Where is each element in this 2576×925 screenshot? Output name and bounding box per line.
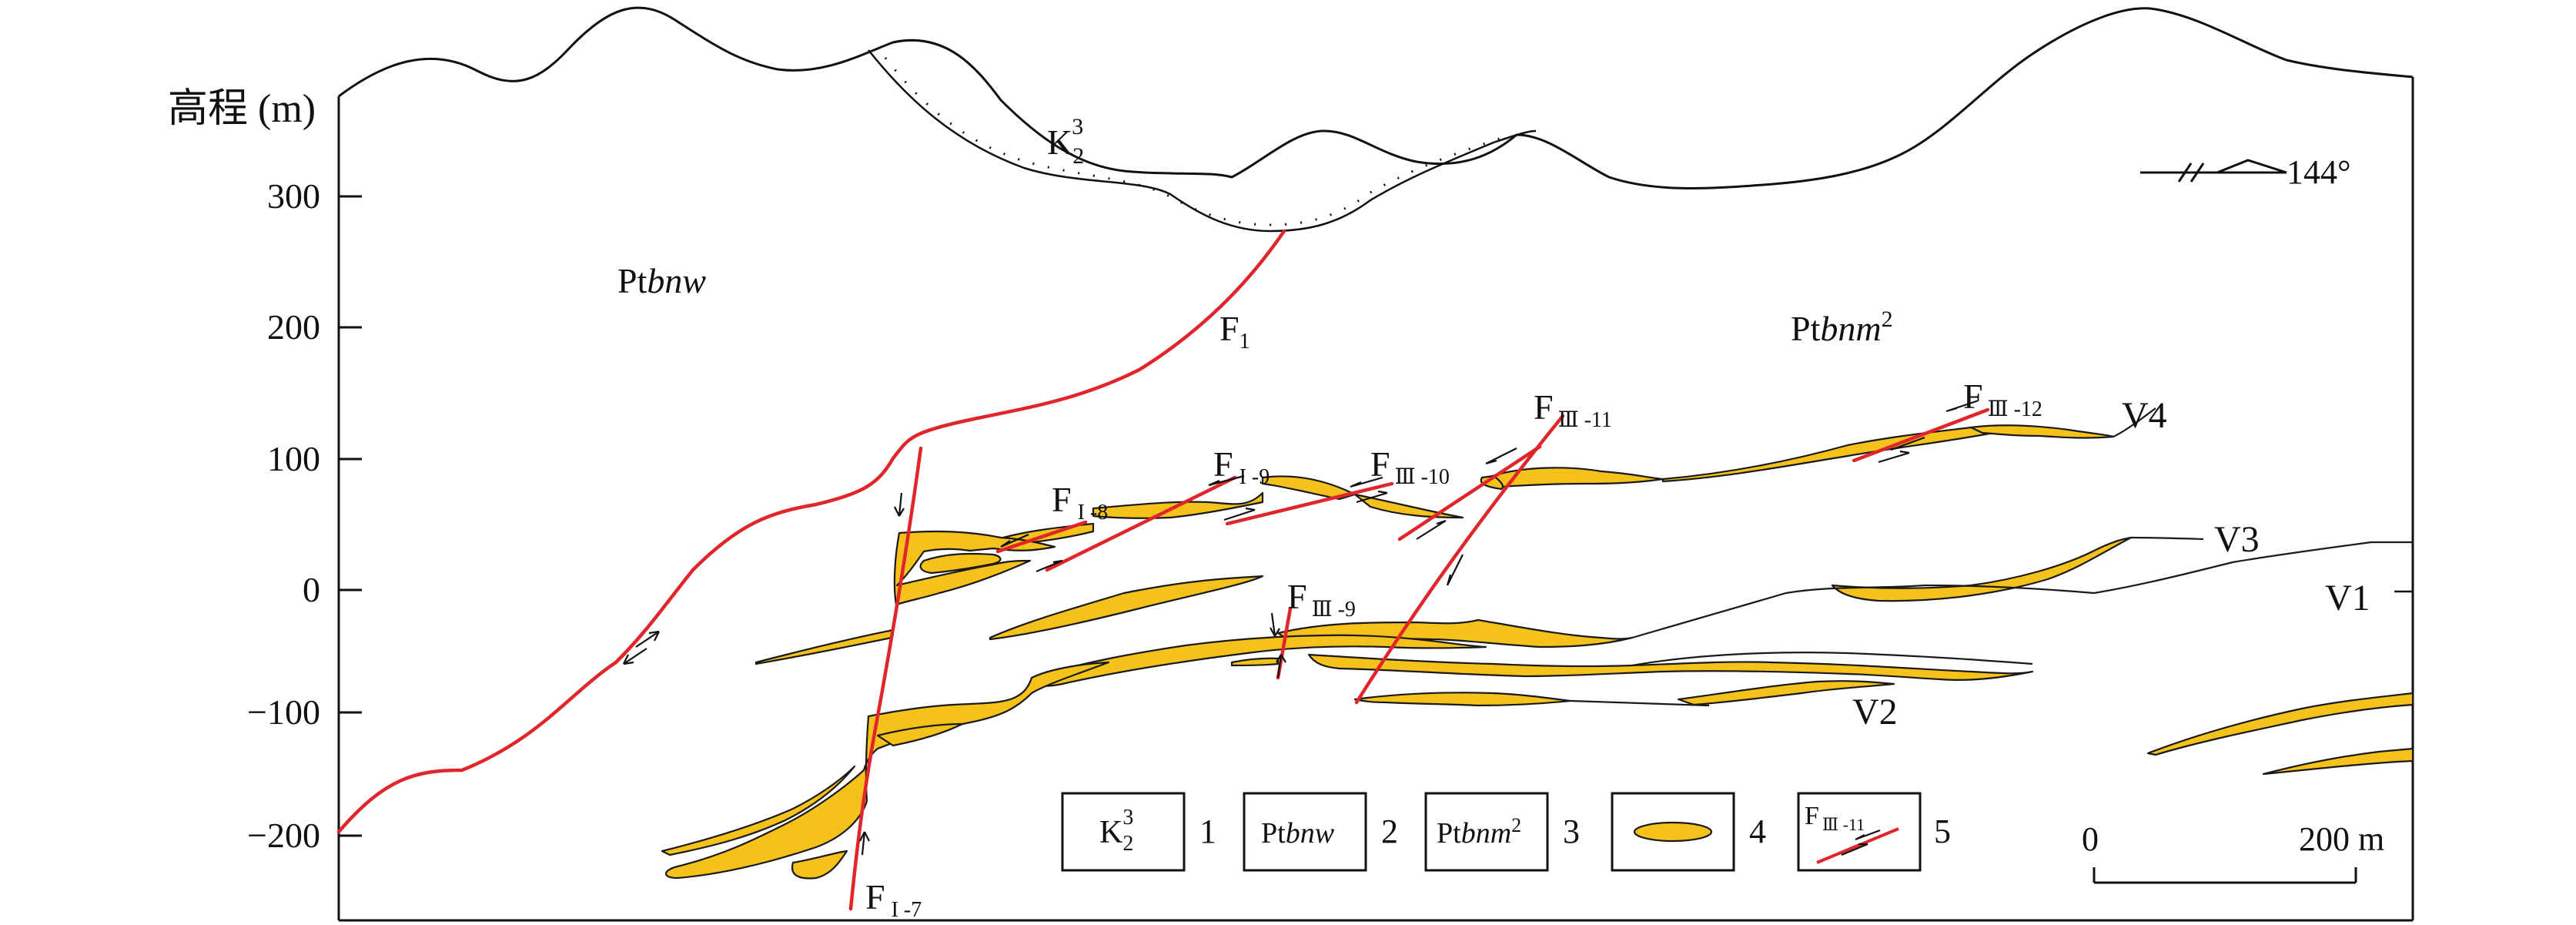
legend-num-2: 2 <box>1381 813 1398 850</box>
fault-movement-arrows <box>623 399 1979 856</box>
orientation-label: 144° <box>2287 153 2351 191</box>
axis-tick-100: 100 <box>267 439 320 478</box>
label-v4: V4 <box>2122 395 2167 436</box>
ore-vein-v1-upper <box>893 530 1056 606</box>
k2-basin-stipple <box>884 57 1510 226</box>
topographic-surface <box>338 6 2414 189</box>
legend-item-3: Ptbnm2 3 <box>1424 792 1580 872</box>
scale-start: 0 <box>2082 820 2099 858</box>
k2-basin-lower-boundary <box>868 49 1537 233</box>
axis-tick-300: 300 <box>267 176 320 216</box>
label-v2: V2 <box>1852 692 1898 732</box>
elevation-axis: 高程 (m) 300 200 100 0 −100 −200 <box>168 87 362 855</box>
svg-text:Ptbnw: Ptbnw <box>1261 817 1335 850</box>
vein-labels: V4 V3 V1 V2 <box>1852 395 2370 732</box>
axis-tick-minus200: −200 <box>247 816 320 855</box>
strike-dip-symbol: 144° <box>2140 153 2351 191</box>
fault-fi7 <box>848 446 923 911</box>
ore-vein-v3 <box>1831 536 2204 602</box>
legend-num-5: 5 <box>1934 813 1951 850</box>
ore-vein-lower-complex <box>661 661 1110 880</box>
legend-num-1: 1 <box>1199 813 1216 850</box>
fault-f1 <box>336 229 1286 834</box>
axis-tick-0: 0 <box>303 570 320 609</box>
legend-item-1: K23 1 <box>1061 792 1216 872</box>
ore-body-lens-icon <box>1633 821 1713 843</box>
scale-bar: 0 200 m <box>2082 820 2384 884</box>
scale-end: 200 m <box>2299 820 2384 858</box>
minor-faults <box>995 407 1990 705</box>
label-k2: K23 <box>1047 114 1084 169</box>
label-f1: F1 <box>1219 309 1250 354</box>
label-pt-bnm2: Ptbnm2 <box>1791 307 1893 348</box>
ore-vein-v2 <box>1030 634 2034 707</box>
legend-item-2: Ptbnw 2 <box>1243 792 1398 872</box>
svg-text:Ptbnm2: Ptbnm2 <box>1437 814 1521 850</box>
label-v1: V1 <box>2325 578 2370 618</box>
section-frame <box>337 77 2414 922</box>
stratigraphic-unit-labels: K23 Ptbnw Ptbnm2 <box>617 114 1893 348</box>
axis-tick-200: 200 <box>267 307 320 347</box>
legend-num-3: 3 <box>1563 813 1580 850</box>
label-pt-bnw: Ptbnw <box>617 261 706 300</box>
axis-tick-minus100: −100 <box>247 692 320 732</box>
fault-symbol-icon <box>1816 827 1899 864</box>
ore-vein-right-lower <box>2146 692 2414 776</box>
axis-title: 高程 (m) <box>168 87 316 131</box>
label-v3: V3 <box>2214 519 2260 560</box>
legend-num-4: 4 <box>1749 813 1766 850</box>
ore-vein-v1 <box>754 541 2413 665</box>
legend-item-4: 4 <box>1611 792 1766 872</box>
